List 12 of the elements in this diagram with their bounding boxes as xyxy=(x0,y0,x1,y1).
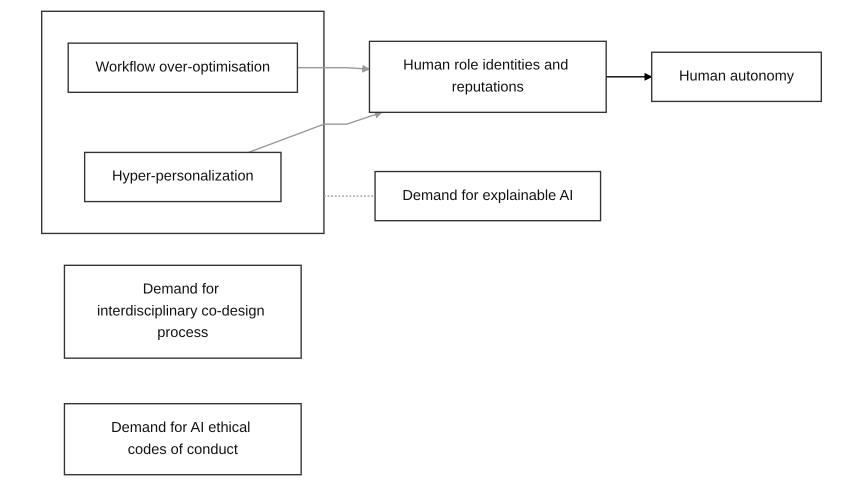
node-box: Human role identities and reputations xyxy=(368,40,607,114)
connector xyxy=(324,195,376,197)
cluster xyxy=(41,10,325,234)
node-box: Demand for AI ethical codes of conduct xyxy=(64,403,302,476)
node-box: Workflow over-optimisation xyxy=(68,42,298,93)
node-box: Demand for explainable AI xyxy=(374,170,602,222)
arrow xyxy=(606,72,652,81)
arrow xyxy=(248,110,382,154)
arrow xyxy=(297,64,370,73)
node-box: Hyper-personalization xyxy=(84,152,282,202)
node-box: Demand for interdisciplinary co-design process xyxy=(64,264,302,359)
node-box: Human autonomy xyxy=(651,52,822,102)
